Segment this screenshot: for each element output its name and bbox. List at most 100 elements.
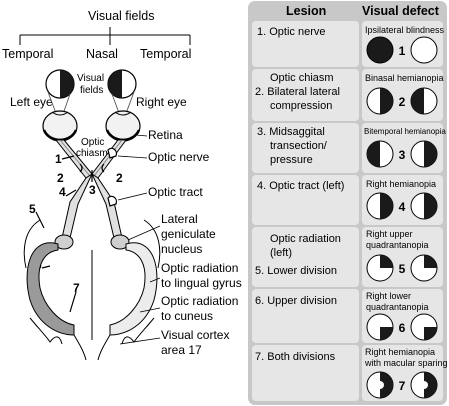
lesion-cell: 1. Optic nerve: [252, 21, 359, 67]
table-row-3: 3. Midsaggital transection/ pressure Bit…: [252, 123, 446, 173]
optic-tracts: [61, 172, 123, 239]
defect-text: Ipsilateral blindness: [365, 25, 445, 35]
right-optic-radiation: [109, 219, 161, 336]
visual-fields-inner-label-2: fields: [80, 85, 104, 96]
lesion-number-2-left: 2: [57, 171, 64, 185]
lesion-markers: [35, 147, 117, 313]
left-lgn: [54, 234, 74, 250]
lesion-number-2-right: 2: [116, 171, 123, 185]
lesion-text: 6. Upper division: [255, 295, 337, 307]
lesion-text: Optic radiation: [270, 233, 341, 245]
row-number: 1: [399, 44, 406, 58]
defect-text: with macular sparing: [365, 358, 447, 368]
radiation-cuneus-label-2: to cuneus: [161, 309, 214, 323]
table-row-6: 6. Upper division Right lower quadrantan…: [252, 289, 443, 343]
row-number: 3: [399, 148, 406, 162]
optic-chiasm-label-1: Optic: [81, 137, 105, 148]
defect-cell: Bitemporal hemianopia 3: [362, 123, 446, 173]
row-number: 6: [399, 321, 406, 335]
lesion-number-1: 1: [55, 152, 62, 166]
field-icon-row-7: 7: [366, 371, 438, 399]
lesion-text: 1. Optic nerve: [257, 26, 326, 38]
lesion-text: Optic chiasm: [270, 72, 334, 84]
field-icon-row-2: 2: [366, 87, 438, 115]
optic-chiasm-label-2: chiasm: [76, 148, 108, 159]
right-eye-field-circle: [107, 69, 137, 99]
radiation-lingual-label-1: Optic radiation: [161, 261, 239, 275]
defect-cell: Right hemianopia with macular sparing 7: [362, 345, 447, 401]
optic-nerve-label: Optic nerve: [148, 150, 210, 164]
table-row-2: Optic chiasm 2. Bilateral lateral compre…: [252, 69, 444, 121]
field-label-nasal: Nasal: [86, 47, 118, 61]
field-icon-row-6: 6: [366, 313, 438, 341]
lesion-defect-table: Lesion Visual defect 1. Optic nerve Ipsi…: [248, 1, 447, 405]
defect-text: Binasal hemianopia: [365, 73, 444, 83]
left-eye-field-circle: [45, 69, 75, 99]
field-icon-row-1: 1: [366, 36, 438, 64]
field-label-temporal-left: Temporal: [2, 47, 54, 61]
lgn-label-3: nucleus: [161, 242, 203, 256]
lesion-cell: Optic radiation (left) 5. Lower division: [252, 227, 359, 287]
visual-field-bracket: [19, 27, 191, 45]
optic-tract-label: Optic tract: [148, 185, 203, 199]
visual-fields-inner-label-1: Visual: [77, 73, 105, 84]
visual-cortex-label-1: Visual cortex: [161, 328, 230, 342]
right-eye-label: Right eye: [136, 95, 187, 109]
defect-cell: Right hemianopia 4: [362, 175, 443, 225]
defect-text: Right hemianopia: [365, 347, 436, 357]
defect-text: quadrantanopia: [366, 302, 429, 312]
field-icon-row-3: 3: [366, 140, 438, 168]
lesion-number-7: 7: [73, 281, 80, 295]
lesion-text: (left): [270, 247, 292, 259]
field-icon-row-5: 5: [366, 254, 438, 282]
lesion-text: pressure: [270, 154, 313, 166]
lesion-number-5: 5: [29, 202, 36, 216]
defect-text: Right upper: [366, 229, 413, 239]
lesion-text: 3. Midsaggital: [257, 126, 325, 138]
defect-text: Bitemporal hemianopia: [364, 127, 446, 136]
left-eye-label: Left eye: [10, 95, 53, 109]
lesion-cell: 7. Both divisions: [252, 345, 359, 401]
lesion-text: compression: [270, 100, 333, 112]
lgn-label-1: Lateral: [161, 212, 198, 226]
lesion-number-4: 4: [59, 185, 66, 199]
row-number: 7: [399, 379, 406, 393]
radiation-lingual-label-2: to lingual gyrus: [161, 276, 242, 290]
left-eyeball: [42, 110, 78, 142]
defect-text: quadrantanopia: [366, 240, 429, 250]
defect-cell: Right lower quadrantanopia 6: [362, 289, 443, 343]
optic-nerve-inner-fibers: [59, 139, 123, 177]
lesion-text: 7. Both divisions: [255, 351, 336, 363]
right-eyeball: [105, 110, 141, 142]
field-label-temporal-right: Temporal: [140, 47, 192, 61]
visual-cortex-label-2: area 17: [161, 343, 202, 357]
label-leader-lines: [117, 134, 161, 345]
left-optic-radiation: [23, 219, 75, 336]
defect-cell: Binasal hemianopia 2: [362, 69, 444, 121]
defect-cell: Right upper quadrantanopia 5: [362, 227, 443, 287]
field-icon-row-4: 4: [366, 192, 438, 220]
pathway-drawing: [19, 27, 191, 361]
lesion-cell: 3. Midsaggital transection/ pressure: [252, 123, 359, 173]
visual-fields-title: Visual fields: [88, 9, 155, 23]
radiation-cuneus-label-1: Optic radiation: [161, 294, 239, 308]
lesion-cell: 4. Optic tract (left): [252, 175, 359, 225]
table-row-5: Optic radiation (left) 5. Lower division…: [252, 227, 443, 287]
visual-defect-column-header: Visual defect: [362, 4, 439, 18]
lesion-text: 4. Optic tract (left): [257, 180, 345, 192]
defect-cell: Ipsilateral blindness 1: [362, 21, 445, 67]
lesion-cell: 6. Upper division: [252, 289, 359, 343]
lesion-number-3: 3: [89, 183, 96, 197]
lesion-text: transection/: [270, 140, 327, 152]
lesion-column-header: Lesion: [286, 4, 327, 18]
lesion-cell: Optic chiasm 2. Bilateral lateral compre…: [252, 69, 359, 121]
retina-label: Retina: [148, 128, 183, 142]
row-number: 5: [399, 262, 406, 276]
optic-nerves: [54, 139, 127, 179]
row-number: 2: [399, 95, 406, 109]
table-row-1: 1. Optic nerve Ipsilateral blindness 1: [252, 21, 445, 67]
lesion-text: 2. Bilateral lateral: [255, 86, 340, 98]
defect-text: Right lower: [366, 291, 412, 301]
right-lgn: [110, 234, 130, 250]
table-row-4: 4. Optic tract (left) Right hemianopia 4: [252, 175, 443, 225]
